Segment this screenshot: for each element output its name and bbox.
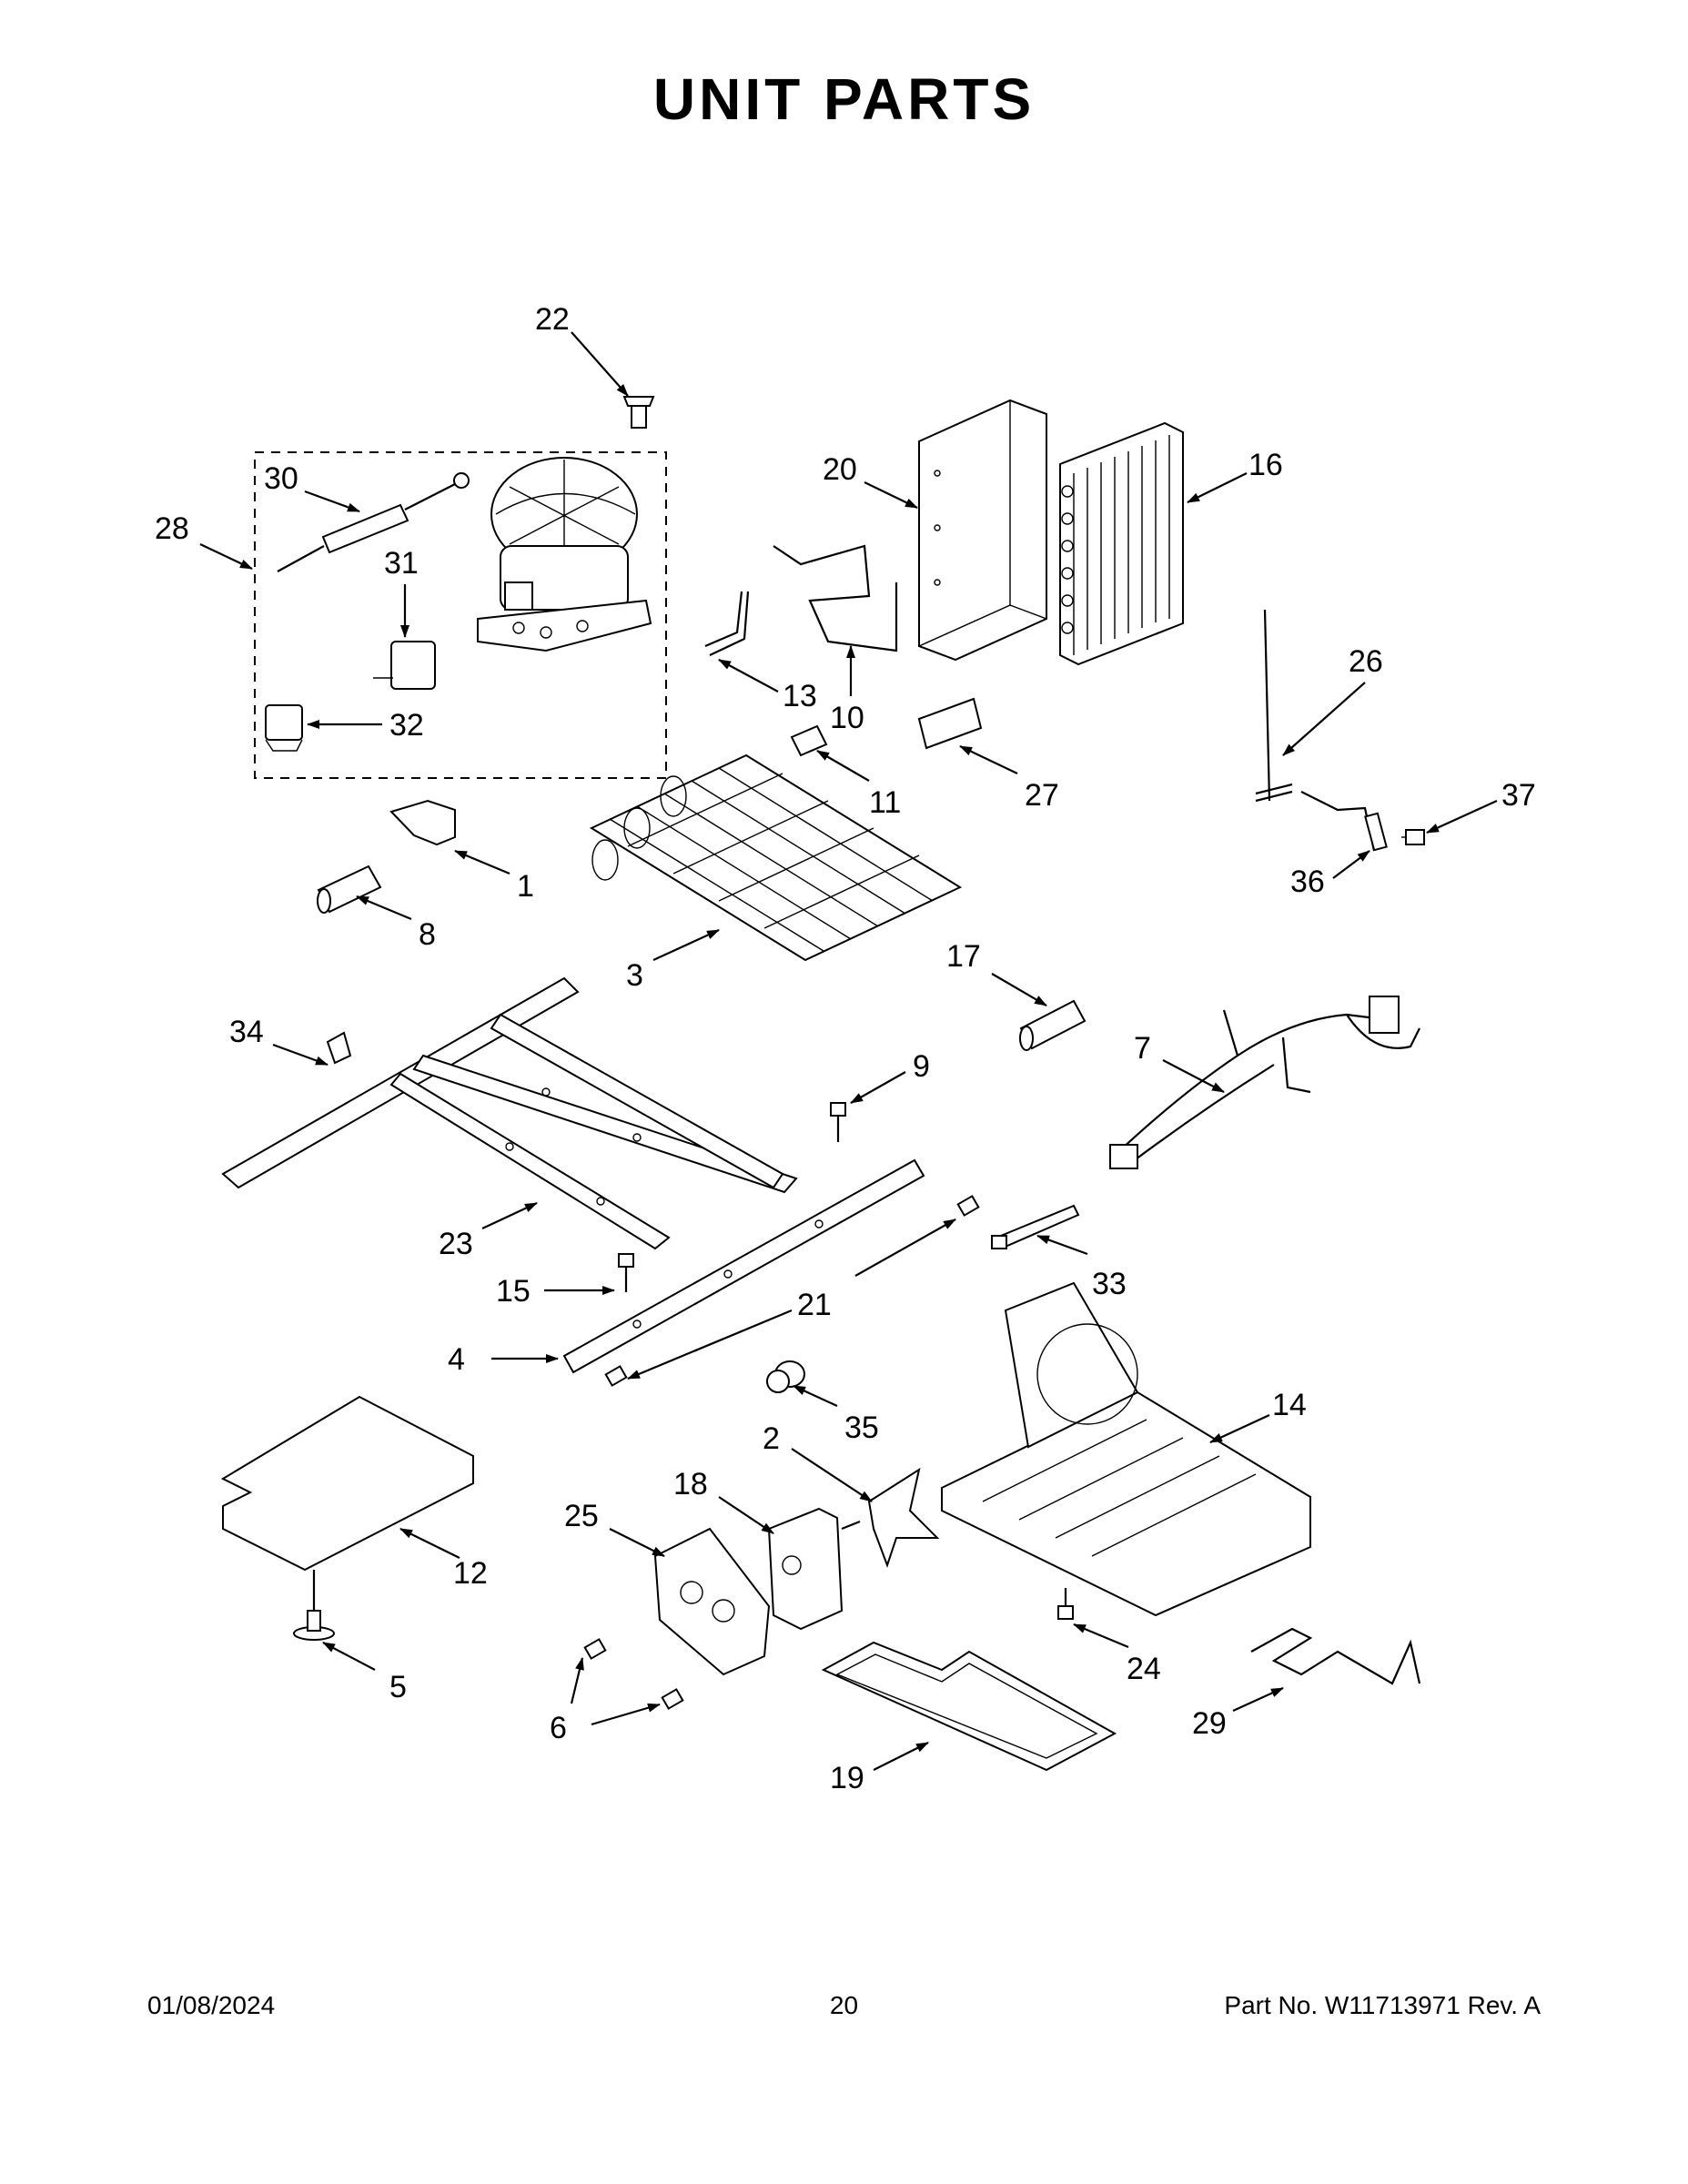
callout-10: 10 <box>830 701 864 735</box>
part-24-screw <box>1057 1588 1074 1620</box>
part-29-heater <box>1250 1627 1421 1685</box>
callout-33: 33 <box>1092 1267 1127 1301</box>
part-22-screw <box>622 396 655 429</box>
part-1-bracket <box>389 799 456 846</box>
leader-lines <box>199 331 1498 1771</box>
callout-12: 12 <box>453 1556 488 1591</box>
footer-page-number: 20 <box>829 1991 859 2019</box>
part-17-sleeve <box>1019 999 1087 1051</box>
part-12-cover <box>220 1395 474 1572</box>
callout-20: 20 <box>823 452 857 487</box>
callout-35: 35 <box>844 1410 879 1445</box>
part-14-base-pan <box>941 1281 1311 1617</box>
callout-26: 26 <box>1349 644 1383 679</box>
callout-11: 11 <box>869 785 901 820</box>
part-11-clip <box>790 724 828 757</box>
callout-36: 36 <box>1290 864 1325 899</box>
part-5-foot <box>293 1610 335 1641</box>
part-18-fan-motor <box>767 1507 861 1631</box>
part-25-bracket <box>653 1527 771 1676</box>
callout-5: 5 <box>389 1670 407 1704</box>
callout-27: 27 <box>1025 778 1059 813</box>
callout-16: 16 <box>1248 448 1283 482</box>
part-6-screw <box>583 1638 684 1710</box>
callout-24: 24 <box>1127 1652 1161 1686</box>
callout-14: 14 <box>1272 1388 1307 1422</box>
callout-17: 17 <box>946 939 981 974</box>
callout-8: 8 <box>419 917 436 952</box>
footer-part-number: Part No. W11713971 Rev. A <box>1224 1991 1541 2019</box>
callout-25: 25 <box>564 1499 599 1533</box>
callout-37: 37 <box>1501 778 1536 813</box>
callout-29: 29 <box>1192 1706 1227 1741</box>
part-37-screw <box>1401 829 1425 845</box>
callout-30: 30 <box>264 461 298 496</box>
callout-1: 1 <box>517 869 534 904</box>
part-23-crossbar-frame <box>221 976 798 1250</box>
part-35-grommet <box>766 1360 805 1393</box>
part-16-condenser <box>1059 421 1184 666</box>
part-7-wire-harness <box>1118 1009 1420 1166</box>
part-7-plug <box>1369 996 1400 1034</box>
callout-32: 32 <box>389 708 424 743</box>
callout-31: 31 <box>384 546 419 581</box>
footer-date: 01/08/2024 <box>147 1991 276 2019</box>
callout-6: 6 <box>550 1711 567 1745</box>
part-8-sleeve <box>317 864 382 914</box>
callout-2: 2 <box>763 1421 780 1456</box>
callout-15: 15 <box>496 1274 531 1309</box>
callout-4: 4 <box>448 1342 465 1377</box>
callout-13: 13 <box>783 679 817 713</box>
callout-28: 28 <box>155 511 189 546</box>
callout-21: 21 <box>797 1288 832 1322</box>
page-title: UNIT PARTS <box>652 66 1036 132</box>
callout-23: 23 <box>439 1227 473 1261</box>
callout-19: 19 <box>830 1761 864 1795</box>
part-13-tube <box>704 591 750 656</box>
part-2-fan-blade <box>867 1467 940 1568</box>
callout-3: 3 <box>626 958 643 993</box>
part-9-screw <box>830 1102 846 1142</box>
part-27-pad <box>917 697 983 750</box>
part-15-screw <box>618 1253 634 1292</box>
part-36-clip <box>1364 812 1388 852</box>
part-7-connector <box>1109 1144 1138 1169</box>
part-33-cable-tie <box>991 1204 1080 1250</box>
callout-9: 9 <box>913 1049 930 1084</box>
part-3-evaporator <box>589 753 963 962</box>
part-34-clip <box>326 1031 352 1065</box>
callout-18: 18 <box>673 1467 708 1502</box>
part-20-housing <box>918 399 1047 662</box>
part-4-rail <box>562 1158 925 1374</box>
callout-34: 34 <box>229 1015 264 1049</box>
compressor-group <box>254 451 667 779</box>
callout-22: 22 <box>535 302 570 337</box>
callout-labels: 22 30 28 31 32 20 16 13 10 27 26 37 36 1… <box>155 302 1536 1795</box>
part-26-heater-wire <box>1255 609 1376 852</box>
part-21-screw <box>604 1195 980 1387</box>
part-19-drain-pan <box>821 1641 1117 1772</box>
callout-7: 7 <box>1134 1031 1151 1066</box>
part-10-tube <box>773 544 898 652</box>
